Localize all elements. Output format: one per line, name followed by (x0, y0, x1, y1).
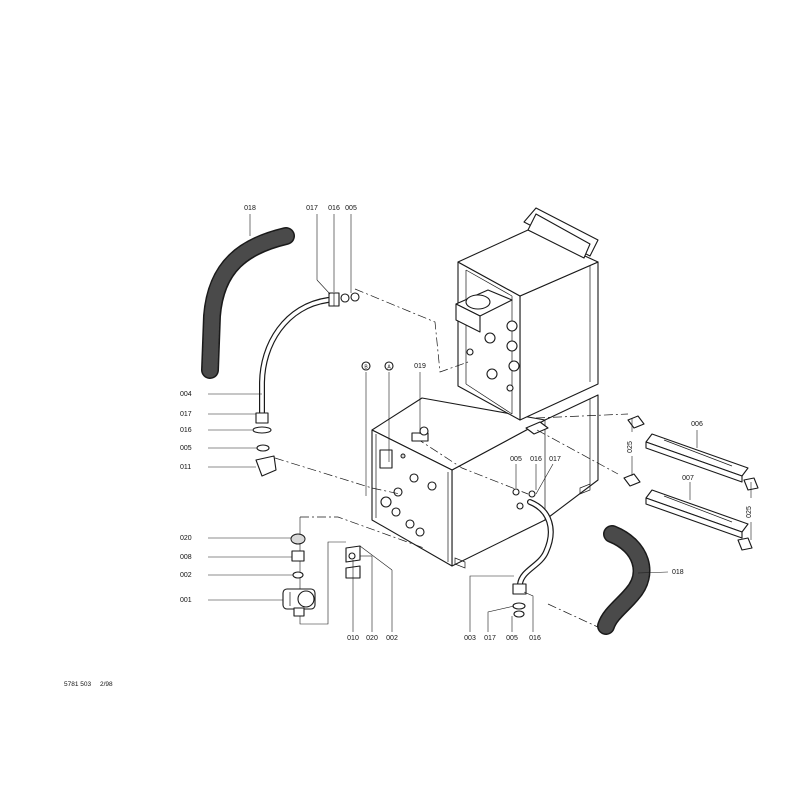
callout-017-bottom: 017 (484, 635, 496, 642)
callout-020-left: 020 (180, 535, 192, 542)
valve-019 (411, 426, 429, 442)
callout-017-right: 017 (549, 456, 561, 463)
callout-020-mid: 020 (366, 635, 378, 642)
base-box (371, 394, 599, 569)
callout-017-left: 017 (180, 411, 192, 418)
leader-lines (208, 214, 752, 632)
callout-008: 008 (180, 554, 192, 561)
callout-004: 004 (180, 391, 192, 398)
callout-016-left: 016 (180, 427, 192, 434)
callout-016-top: 016 (328, 205, 340, 212)
callout-010: 010 (347, 635, 359, 642)
revision-date: 2/98 (100, 681, 113, 688)
callout-016-right: 016 (530, 456, 542, 463)
marker-a-label: A (387, 365, 391, 371)
callout-011: 011 (180, 464, 191, 471)
marker-b-circle (361, 361, 371, 371)
pump-group (282, 517, 361, 625)
document-number: 5781 503 (64, 681, 91, 688)
callout-018-right: 018 (672, 569, 684, 576)
callout-019: 019 (414, 363, 426, 370)
callout-001: 001 (180, 597, 192, 604)
mounting-rail-007 (623, 473, 753, 551)
return-pipe-right (512, 488, 554, 618)
callout-005-right: 005 (510, 456, 522, 463)
callout-003: 003 (464, 635, 476, 642)
boiler-unit (371, 207, 599, 569)
flow-pipe-left (252, 292, 360, 477)
callout-017-top: 017 (306, 205, 318, 212)
callout-006: 006 (691, 421, 703, 428)
insulation-hose-left (201, 227, 295, 379)
callout-labels: 018 017 016 005 004 017 016 005 011 020 … (180, 205, 753, 642)
callout-002-mid: 002 (386, 635, 398, 642)
callout-025-left: 025 (627, 441, 634, 453)
mounting-rail-006 (627, 415, 759, 491)
upper-cabinet (455, 207, 599, 435)
marker-a-circle (384, 361, 394, 371)
callout-018-top: 018 (244, 205, 256, 212)
callout-005-top: 005 (345, 205, 357, 212)
callout-007: 007 (682, 475, 694, 482)
marker-b-label: B (364, 365, 368, 371)
callout-016-bottom: 016 (529, 635, 541, 642)
insulation-hose-right (597, 525, 651, 635)
assembly-lines (274, 288, 629, 629)
callout-005-left: 005 (180, 445, 192, 452)
callout-002-left: 002 (180, 572, 192, 579)
callout-005-bottom: 005 (506, 635, 518, 642)
callout-025-right: 025 (746, 506, 753, 518)
